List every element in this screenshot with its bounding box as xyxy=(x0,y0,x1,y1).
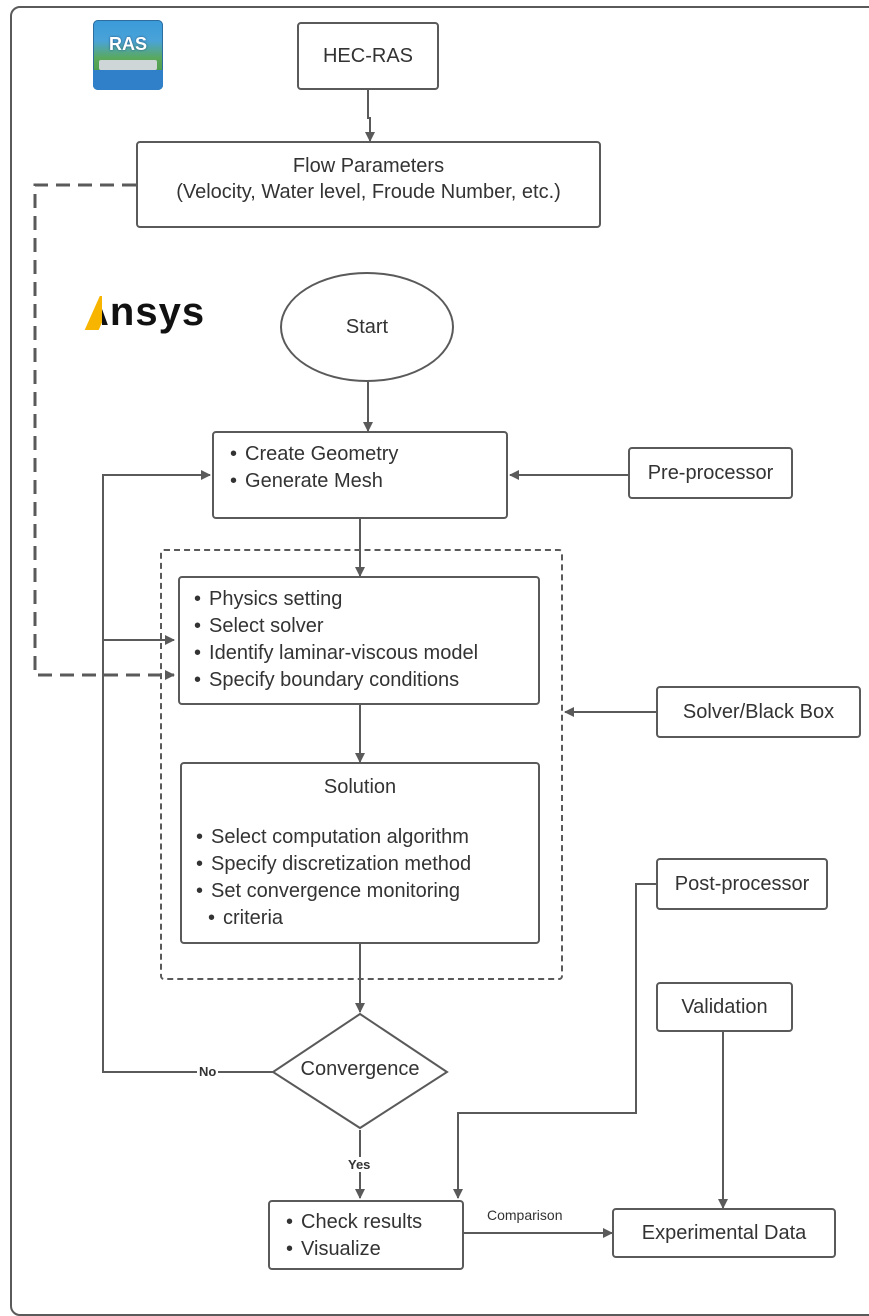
solver-label: Solver/Black Box xyxy=(682,700,835,723)
validation-label: Validation xyxy=(681,995,768,1018)
physics-node: Physics setting Select solver Identify l… xyxy=(178,576,540,705)
preprocessor-node: Pre-processor xyxy=(628,447,793,499)
geometry-item: Create Geometry xyxy=(230,441,506,468)
solution-item-continued: criteria xyxy=(196,905,538,932)
validation-node: Validation xyxy=(656,982,793,1032)
solution-title: Solution xyxy=(323,776,397,798)
solution-item: Select computation algorithm xyxy=(196,824,538,851)
flow-parameters-node: Flow Parameters (Velocity, Water level, … xyxy=(136,141,601,228)
hecras-node: HEC-RAS xyxy=(297,22,439,90)
edge-post-to-check xyxy=(453,883,656,1199)
physics-item: Select solver xyxy=(194,613,538,640)
check-results-node: Check results Visualize xyxy=(268,1200,464,1270)
experimental-data-node: Experimental Data xyxy=(612,1208,836,1258)
convergence-label: Convergence xyxy=(300,1058,420,1080)
check-item: Check results xyxy=(286,1209,462,1236)
comparison-label: Comparison xyxy=(487,1207,563,1223)
start-node: Start xyxy=(280,272,454,382)
physics-item: Specify boundary conditions xyxy=(194,667,538,694)
hecras-label: HEC-RAS xyxy=(322,44,413,67)
experimental-data-label: Experimental Data xyxy=(641,1221,807,1244)
edge-hecras-to-flow xyxy=(365,90,375,142)
solution-item: Specify discretization method xyxy=(196,851,538,878)
no-label: No xyxy=(197,1064,219,1079)
physics-item: Identify laminar-viscous model xyxy=(194,640,538,667)
physics-item: Physics setting xyxy=(194,586,538,613)
ras-logo-bridge xyxy=(99,60,157,70)
geometry-node: Create Geometry Generate Mesh xyxy=(212,431,508,519)
edge-flow-to-physics-dashed xyxy=(33,183,175,680)
check-item: Visualize xyxy=(286,1236,462,1263)
solver-group xyxy=(160,549,563,980)
yes-label: Yes xyxy=(346,1157,373,1172)
solution-node: Solution Select computation algorithm Sp… xyxy=(180,762,540,944)
preprocessor-label: Pre-processor xyxy=(647,461,774,484)
ansys-logo-accent xyxy=(80,296,102,330)
ras-logo-water xyxy=(93,70,163,90)
flow-parameters-detail: (Velocity, Water level, Froude Number, e… xyxy=(176,181,561,203)
edge-no-to-geometry xyxy=(102,470,275,1073)
ras-logo-text: RAS xyxy=(108,34,147,54)
solver-node: Solver/Black Box xyxy=(656,686,861,738)
flow-parameters-title: Flow Parameters xyxy=(292,155,445,177)
solution-item: Set convergence monitoring xyxy=(196,878,538,905)
postprocessor-label: Post-processor xyxy=(674,872,810,895)
hecras-logo: RAS xyxy=(93,20,163,90)
start-label: Start xyxy=(345,315,389,338)
postprocessor-node: Post-processor xyxy=(656,858,828,910)
convergence-diamond xyxy=(271,1012,449,1130)
geometry-item: Generate Mesh xyxy=(230,468,506,495)
